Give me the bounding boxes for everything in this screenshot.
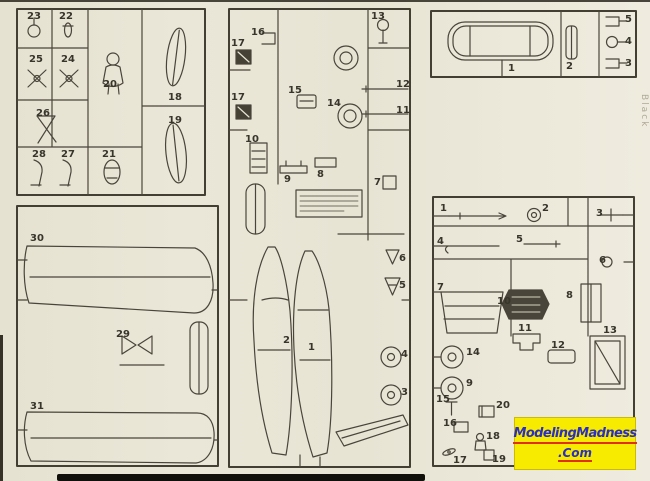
watermark-line2: .Com (557, 445, 593, 462)
edge-bleed-text: Black (639, 94, 649, 129)
scan-artifact-bottom-edge (57, 474, 425, 481)
scan-artifact-top-edge (0, 0, 650, 2)
sprue-d-parts (447, 10, 628, 78)
scan-artifact-left-edge (0, 335, 3, 481)
wing-upper (23, 245, 214, 314)
wing-lower (23, 411, 215, 464)
sprue-c-parts (228, 8, 411, 468)
sprue-a-parts (16, 8, 206, 196)
stabilizer (335, 414, 409, 447)
molded-text-plate (295, 189, 363, 218)
canopy-part (447, 21, 554, 61)
watermark-line1: ModelingMadness (513, 426, 637, 444)
sprue-frames (16, 8, 637, 468)
engine-part (501, 289, 550, 320)
fuselage-half-left (252, 246, 293, 456)
modelingmadness-watermark: ModelingMadness .Com (513, 417, 637, 470)
fuselage-half-right (292, 250, 333, 458)
sprue-b-parts (16, 245, 219, 464)
sprue-e-parts (432, 196, 635, 461)
